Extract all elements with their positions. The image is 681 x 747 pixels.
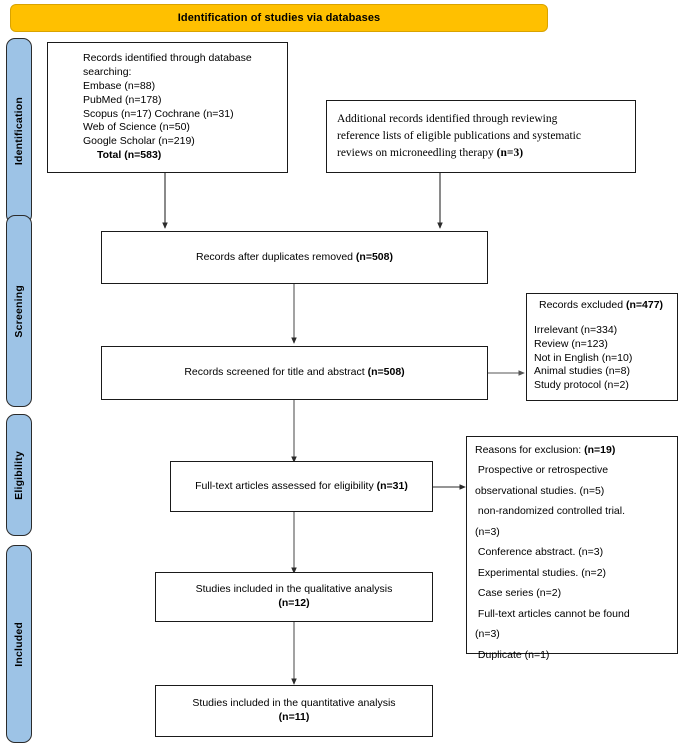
records-excluded-spacer <box>534 313 673 324</box>
diagram-banner: Identification of studies via databases <box>10 4 548 32</box>
reasons-exclusion-item-5: Conference abstract. (n=3) <box>475 546 604 559</box>
box-quantitative-analysis: Studies included in the quantitative ana… <box>155 685 433 737</box>
records-excluded-item-3: Not in English (n=10) <box>534 351 633 364</box>
reasons-exclusion-item-6: Experimental studies. (n=2) <box>475 566 607 579</box>
additional-records-line-1: Additional records identified through re… <box>337 113 558 126</box>
box-fulltext-assessed: Full-text articles assessed for eligibil… <box>170 461 433 512</box>
duplicates-removed-text: Records after duplicates removed <box>196 250 356 263</box>
fulltext-assessed-text-row: Full-text articles assessed for eligibil… <box>179 480 424 494</box>
fulltext-assessed-text: Full-text articles assessed for eligibil… <box>195 479 377 492</box>
banner-title: Identification of studies via databases <box>177 12 381 24</box>
records-excluded-heading: Records excluded (n=477) <box>534 299 673 313</box>
reasons-exclusion-heading-text: Reasons for exclusion: <box>475 444 585 456</box>
stage-label-included: Included <box>13 621 25 667</box>
records-excluded-heading-text: Records excluded <box>539 299 626 311</box>
records-identified-total: Total (n=583) <box>97 149 162 162</box>
box-qualitative-analysis: Studies included in the qualitative anal… <box>155 572 433 622</box>
stage-label-screening: Screening <box>13 284 25 338</box>
fulltext-assessed-count: (n=31) <box>376 479 408 492</box>
box-additional-records: Additional records identified through re… <box>326 100 636 173</box>
box-records-excluded: Records excluded (n=477) Irrelevant (n=3… <box>526 293 678 401</box>
records-identified-line-2: searching: <box>83 65 132 78</box>
records-identified-line-7: Google Scholar (n=219) <box>83 135 195 148</box>
reasons-exclusion-item-9: (n=3) <box>475 628 500 641</box>
records-excluded-item-1: Irrelevant (n=334) <box>534 323 618 336</box>
duplicates-removed-text-row: Records after duplicates removed (n=508) <box>110 251 479 265</box>
records-identified-line-5: Scopus (n=17) Cochrane (n=31) <box>83 107 234 120</box>
stage-label-identification: Identification <box>13 96 25 166</box>
records-screened-text: Records screened for title and abstract <box>184 366 368 379</box>
reasons-exclusion-heading-count: (n=19) <box>584 444 616 456</box>
records-identified-line-1: Records identified through database <box>83 52 252 65</box>
additional-records-line-3-text: reviews on microneedling therapy <box>337 146 497 159</box>
quantitative-count: (n=11) <box>278 711 310 723</box>
records-excluded-item-4: Animal studies (n=8) <box>534 365 631 378</box>
box-reasons-exclusion: Reasons for exclusion: (n=19) Prospectiv… <box>466 436 678 661</box>
qualitative-text: Studies included in the qualitative anal… <box>195 583 393 596</box>
duplicates-removed-count: (n=508) <box>355 250 393 263</box>
reasons-exclusion-item-8: Full-text articles cannot be found <box>475 607 630 620</box>
records-screened-count: (n=508) <box>367 366 405 379</box>
box-records-screened: Records screened for title and abstract … <box>101 346 488 400</box>
additional-records-line-3: reviews on microneedling therapy (n=3) <box>337 145 627 162</box>
stage-pill-identification: Identification <box>6 38 32 224</box>
reasons-exclusion-item-7: Case series (n=2) <box>475 587 562 600</box>
reasons-exclusion-heading: Reasons for exclusion: (n=19) <box>475 440 673 460</box>
box-records-identified: Records identified through database sear… <box>47 42 288 173</box>
reasons-exclusion-item-10: Duplicate (n=1) <box>475 648 550 661</box>
additional-records-line-2: reference lists of eligible publications… <box>337 130 581 143</box>
records-identified-line-6: Web of Science (n=50) <box>83 121 190 134</box>
qualitative-count: (n=12) <box>278 597 310 609</box>
records-excluded-item-5: Study protocol (n=2) <box>534 379 629 392</box>
records-excluded-heading-count: (n=477) <box>625 299 664 311</box>
records-screened-text-row: Records screened for title and abstract … <box>110 366 479 380</box>
additional-records-count: (n=3) <box>496 146 524 159</box>
stage-pill-included: Included <box>6 545 32 743</box>
records-excluded-item-2: Review (n=123) <box>534 337 608 350</box>
box-duplicates-removed: Records after duplicates removed (n=508) <box>101 231 488 284</box>
reasons-exclusion-item-2: observational studies. (n=5) <box>475 484 605 497</box>
quantitative-text: Studies included in the quantitative ana… <box>192 697 396 710</box>
records-identified-line-4: PubMed (n=178) <box>83 93 162 106</box>
reasons-exclusion-item-1: Prospective or retrospective <box>475 464 609 477</box>
stage-pill-screening: Screening <box>6 215 32 407</box>
records-identified-line-3: Embase (n=88) <box>83 79 156 92</box>
stage-label-eligibility: Eligibility <box>13 450 25 500</box>
stage-pill-eligibility: Eligibility <box>6 414 32 536</box>
reasons-exclusion-item-3: non-randomized controlled trial. <box>475 505 625 518</box>
reasons-exclusion-item-4: (n=3) <box>475 525 500 538</box>
